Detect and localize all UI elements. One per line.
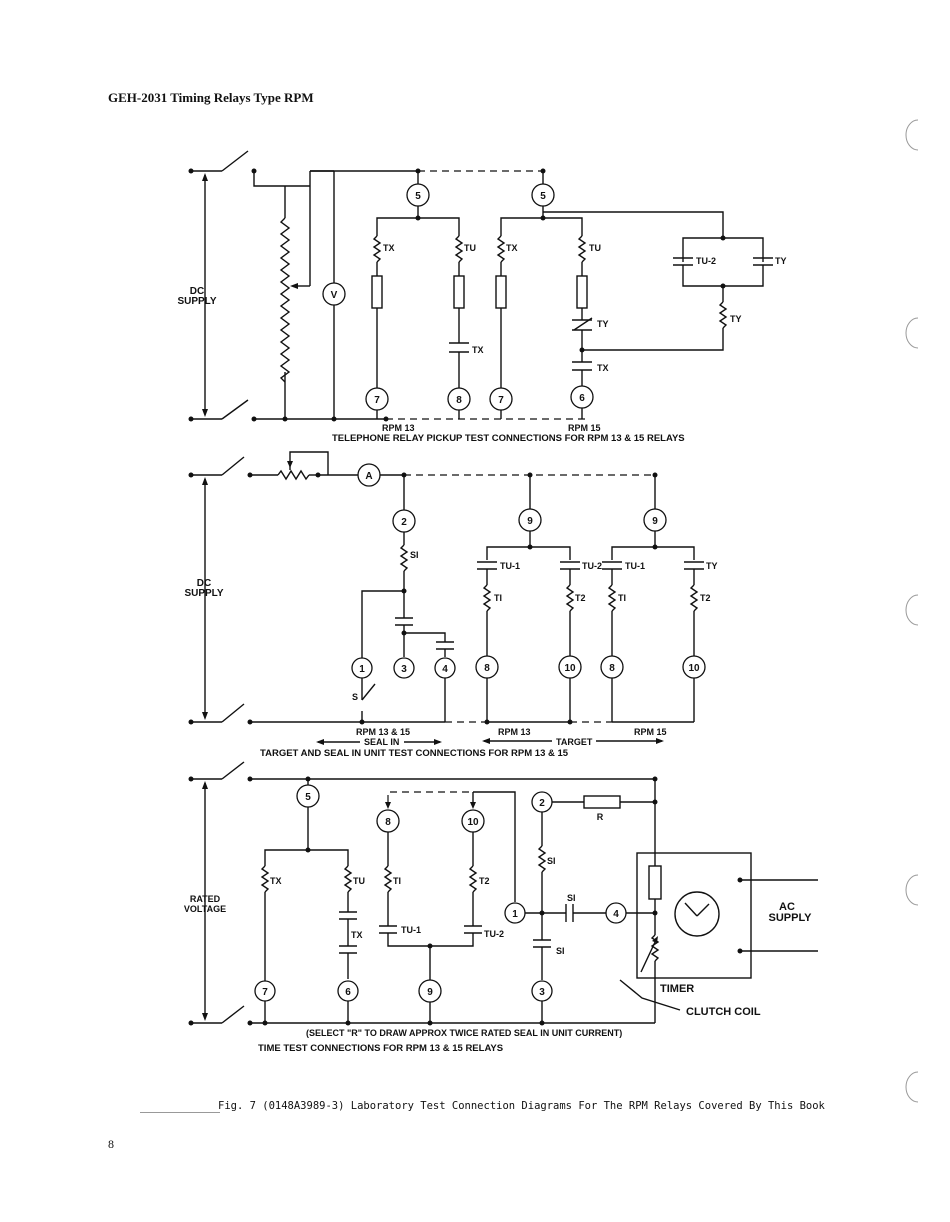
caption-rule (140, 1112, 220, 1113)
contact-tx-1: TX (472, 345, 484, 355)
terminal-6b: 6 (345, 987, 351, 998)
contact-ty-2: TY (775, 256, 787, 266)
binder-holes (905, 119, 919, 1103)
rated-voltage-label-2: VOLTAGE (184, 904, 226, 914)
coil-tu-1: TU (464, 243, 476, 253)
diagram3-note: (SELECT "R" TO DRAW APPROX TWICE RATED S… (306, 1028, 622, 1038)
terminal-3a: 3 (401, 664, 407, 675)
resistor-r-label: R (597, 812, 604, 822)
terminal-10c: 10 (467, 817, 479, 828)
terminal-8c: 8 (609, 663, 615, 674)
contact-tu2-1: TU-2 (696, 256, 716, 266)
contact-tu1-1: TU-1 (500, 561, 520, 571)
switch-s-label: S (352, 692, 358, 702)
rpm15-label-1: RPM 15 (568, 423, 601, 433)
diagram3-title: TIME TEST CONNECTIONS FOR RPM 13 & 15 RE… (258, 1043, 503, 1054)
contact-tu2-3: TU-2 (484, 929, 504, 939)
ac-supply-label: AC (779, 901, 795, 913)
contact-tu1-3: TU-1 (401, 925, 421, 935)
terminal-5a: 5 (415, 191, 421, 202)
rpm13-label-1: RPM 13 (382, 423, 415, 433)
coil-tx-1: TX (383, 243, 395, 253)
ac-supply-label-2: SUPPLY (768, 912, 812, 924)
terminal-7b: 7 (498, 395, 504, 406)
contact-tu2-2: TU-2 (582, 561, 602, 571)
contact-ty-1: TY (597, 319, 609, 329)
terminal-7a: 7 (374, 395, 380, 406)
supply-label-d2: DC (197, 578, 211, 589)
diagram-telephone-relay-pickup: DC SUPPLY V 5 TX (177, 150, 787, 444)
diagram-target-seal-in: DC SUPPLY A 2 SI 1 (184, 451, 718, 759)
coil-t1-3: TI (393, 876, 401, 886)
terminal-9c: 9 (427, 987, 433, 998)
contact-si-1: SI (567, 893, 576, 903)
terminal-4a: 4 (442, 664, 448, 675)
rpm15-label-2: RPM 15 (634, 727, 667, 737)
coil-t1-1: TI (494, 593, 502, 603)
contact-tu1-2: TU-1 (625, 561, 645, 571)
terminal-3b: 3 (539, 987, 545, 998)
coil-t2-3: T2 (479, 876, 490, 886)
contact-tx-2: TX (597, 363, 609, 373)
contact-si-2: SI (556, 946, 565, 956)
diagram-time-test: RATED VOLTAGE 5 TX TU TX 7 6 (184, 761, 818, 1054)
terminal-9b: 9 (652, 516, 658, 527)
terminal-10b: 10 (688, 663, 700, 674)
terminal-1a: 1 (359, 664, 365, 675)
terminal-5b: 5 (540, 191, 546, 202)
page-number: 8 (108, 1137, 114, 1151)
coil-si-2: SI (547, 856, 556, 866)
terminal-10a: 10 (564, 663, 576, 674)
terminal-8b: 8 (484, 663, 490, 674)
figure-caption: Fig. 7 (0148A3989-3) Laboratory Test Con… (218, 1100, 825, 1112)
voltmeter-label: V (331, 290, 338, 301)
coil-tu-2: TU (589, 243, 601, 253)
contact-ty-3: TY (706, 561, 718, 571)
coil-t2-2: T2 (700, 593, 711, 603)
terminal-7c: 7 (262, 987, 268, 998)
terminal-6a: 6 (579, 393, 585, 404)
coil-t2-1: T2 (575, 593, 586, 603)
terminal-2a: 2 (401, 517, 407, 528)
rpm1315-label: RPM 13 & 15 (356, 727, 410, 737)
supply-label-d2-2: SUPPLY (184, 588, 223, 599)
diagram1-title: TELEPHONE RELAY PICKUP TEST CONNECTIONS … (332, 433, 685, 444)
terminal-8a: 8 (456, 395, 462, 406)
target-label: TARGET (556, 737, 593, 747)
page-header: GEH-2031 Timing Relays Type RPM (108, 90, 314, 105)
terminal-8d: 8 (385, 817, 391, 828)
supply-label-2: SUPPLY (177, 296, 216, 307)
contact-tx-3: TX (351, 930, 363, 940)
terminal-5c: 5 (305, 792, 311, 803)
coil-t1-2: TI (618, 593, 626, 603)
clutch-coil-label: CLUTCH COIL (686, 1006, 761, 1018)
coil-tx-3: TX (270, 876, 282, 886)
coil-tu-3: TU (353, 876, 365, 886)
seal-in-label: SEAL IN (364, 737, 399, 747)
rated-voltage-label: RATED (190, 894, 221, 904)
terminal-2b: 2 (539, 798, 545, 809)
rpm13-label-2: RPM 13 (498, 727, 531, 737)
coil-si-1: SI (410, 550, 419, 560)
coil-ty-1: TY (730, 314, 742, 324)
supply-label: DC (190, 286, 204, 297)
terminal-9a: 9 (527, 516, 533, 527)
coil-tx-2: TX (506, 243, 518, 253)
diagram2-title: TARGET AND SEAL IN UNIT TEST CONNECTIONS… (260, 748, 569, 759)
timer-label: TIMER (660, 983, 694, 995)
ammeter-label: A (365, 471, 372, 482)
terminal-1b: 1 (512, 909, 518, 920)
terminal-4b: 4 (613, 909, 619, 920)
